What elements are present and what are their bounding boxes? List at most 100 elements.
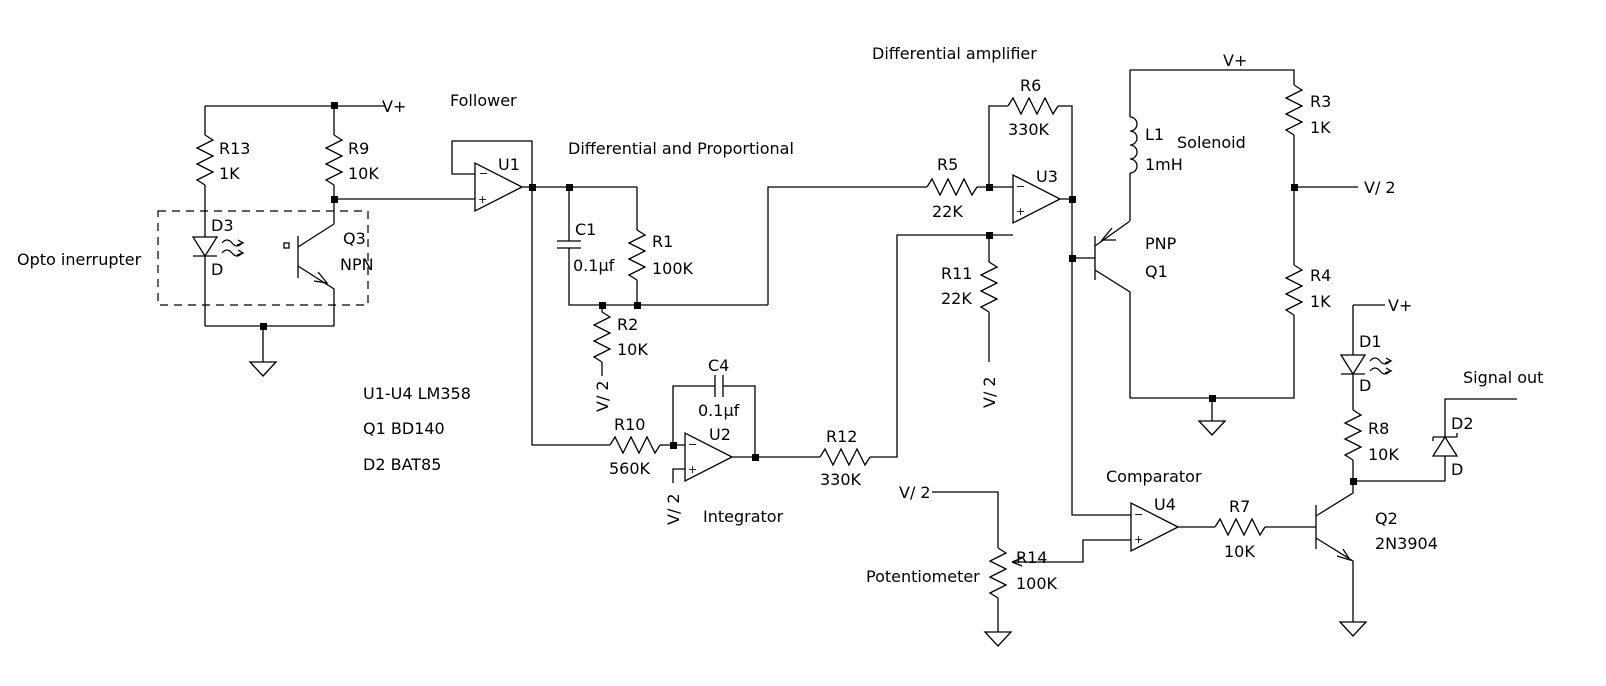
opto-label: Opto inerrupter	[17, 250, 142, 269]
base-terminal	[283, 242, 290, 249]
resistor-r11	[979, 261, 999, 313]
ground-icon	[1197, 420, 1227, 436]
r9-value: 10K	[348, 164, 379, 183]
transistor-q2	[1315, 481, 1354, 622]
r13-ref: R13	[219, 139, 250, 158]
wire-vplus-d1	[1352, 304, 1385, 355]
r3-ref: R3	[1310, 92, 1331, 111]
wire-vhalf-pot	[932, 491, 999, 548]
r4-ref: R4	[1310, 266, 1331, 285]
vhalf-label: V/ 2	[1364, 178, 1396, 197]
u2-ref: U2	[709, 425, 731, 444]
u4-ref: U4	[1154, 495, 1176, 514]
minus-sign: −	[1016, 180, 1025, 193]
r2-value: 10K	[617, 340, 648, 359]
potentiometer-r14	[988, 547, 1008, 599]
r14-ref: R14	[1016, 548, 1047, 567]
diff-prop-section	[557, 186, 927, 376]
capacitor-c1	[557, 240, 581, 249]
vhalf-label: V/ 2	[899, 483, 931, 502]
capacitor-c4	[714, 375, 724, 397]
minus-sign: −	[1134, 508, 1143, 521]
resistor-r5	[926, 177, 978, 197]
r12-ref: R12	[826, 427, 857, 446]
opamp-u3	[1012, 173, 1062, 225]
q2-ref: Q2	[1375, 509, 1398, 528]
c4-value: 0.1µf	[698, 401, 740, 420]
wire-signal-out	[1444, 398, 1517, 437]
l1-ref: L1	[1145, 125, 1164, 144]
r8-ref: R8	[1368, 419, 1389, 438]
wire	[672, 468, 685, 483]
resistor-r10	[609, 435, 661, 455]
diode-d3	[191, 236, 219, 258]
d2-ref: D2	[1451, 414, 1474, 433]
phototransistor-q3	[297, 223, 335, 326]
resistor-r6	[1007, 96, 1059, 116]
junction	[752, 454, 759, 461]
plus-sign: +	[1134, 533, 1143, 546]
section-title-integrator: Integrator	[703, 507, 784, 526]
wire-vplus-rail-right	[1130, 69, 1295, 85]
u3-ref: U3	[1036, 167, 1058, 186]
opamp-u1	[474, 161, 524, 213]
resistor-r12	[819, 447, 871, 467]
parts-list-item: Q1 BD140	[363, 419, 445, 438]
diff-amp-section: − +	[926, 96, 1131, 516]
vhalf-label: V/ 2	[593, 380, 612, 412]
follower-section: − +	[451, 140, 637, 446]
junction	[986, 184, 993, 191]
junction	[1350, 478, 1357, 485]
plus-sign: +	[1016, 205, 1025, 218]
parts-list-item: U1-U4 LM358	[363, 384, 471, 403]
diode-d1	[1339, 354, 1367, 376]
r3-value: 1K	[1310, 118, 1331, 137]
wire-to-r5	[767, 186, 927, 305]
r6-value: 330K	[1008, 120, 1050, 139]
diode-type-label: D	[1359, 376, 1371, 395]
section-title-comparator: Comparator	[1106, 467, 1202, 486]
r14-value: 100K	[1016, 574, 1058, 593]
opto-section	[157, 102, 475, 377]
resistor-r8	[1343, 409, 1363, 461]
r11-value: 22K	[941, 289, 972, 308]
r7-ref: R7	[1229, 497, 1250, 516]
resistor-r3	[1284, 84, 1304, 136]
vplus-label: V+	[382, 97, 406, 116]
transistor-q1	[1094, 220, 1131, 398]
vplus-label: V+	[1388, 296, 1412, 315]
c4-ref: C4	[708, 356, 729, 375]
wire-wiper	[1012, 539, 1131, 563]
arrow	[236, 239, 245, 256]
wire-r12-to-u3	[870, 234, 1013, 458]
wire-r6-feedback	[988, 105, 1008, 187]
solenoid-section	[1072, 69, 1358, 436]
wire-c4-feedback	[672, 385, 756, 457]
arrow	[1384, 357, 1393, 374]
opamp-u4	[1130, 501, 1180, 553]
wire	[1352, 460, 1445, 482]
resistor-r2	[592, 311, 612, 363]
wire-u1-feedback	[451, 140, 533, 187]
u1-ref: U1	[498, 155, 520, 174]
plus-sign: +	[688, 463, 697, 476]
r4-value: 1K	[1310, 292, 1331, 311]
r1-value: 100K	[652, 259, 694, 278]
d1-ref: D1	[1359, 332, 1382, 351]
potentiometer-label: Potentiometer	[866, 567, 980, 586]
emitter-arrow	[1336, 548, 1352, 562]
r7-value: 10K	[1224, 542, 1255, 561]
opto-interrupter-box	[157, 210, 369, 306]
d3-ref: D3	[211, 216, 234, 235]
resistor-r13	[195, 134, 215, 186]
section-title-diff-prop: Differential and Proportional	[568, 139, 794, 158]
junction	[634, 302, 641, 309]
wire	[1130, 315, 1295, 399]
section-title-follower: Follower	[450, 91, 517, 110]
wire	[568, 248, 768, 306]
plus-sign: +	[478, 193, 487, 206]
opamp-u2	[684, 431, 734, 483]
junction	[670, 442, 677, 449]
emitter-arrow	[1100, 227, 1116, 241]
